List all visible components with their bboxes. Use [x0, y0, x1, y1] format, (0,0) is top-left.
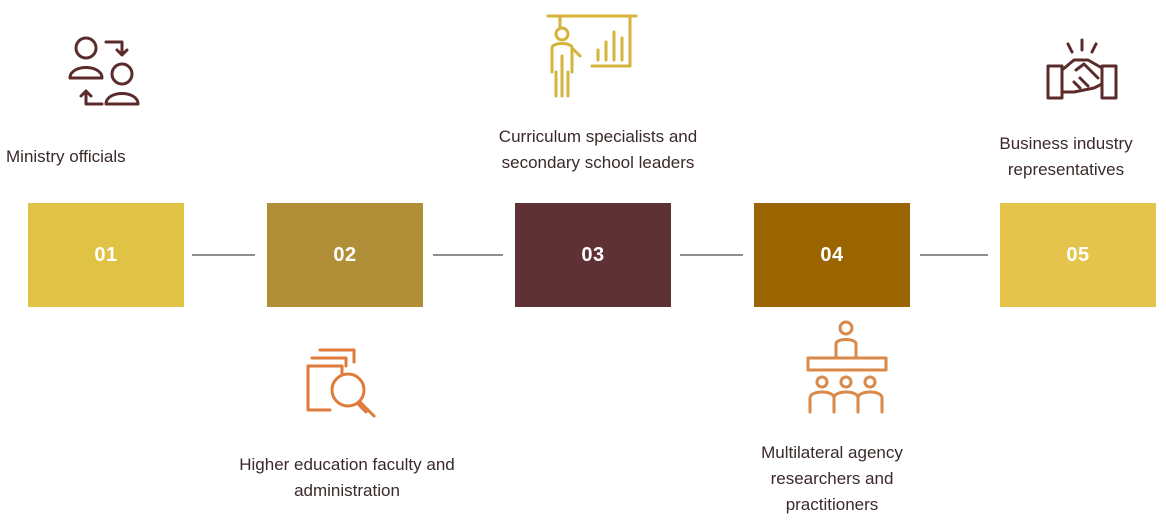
- step-box-04: 04: [754, 203, 910, 307]
- step-box-01: 01: [28, 203, 184, 307]
- step-label-04: Multilateral agency researchers and prac…: [761, 443, 903, 514]
- document-search-icon: [306, 348, 382, 422]
- step-box-02: 02: [267, 203, 423, 307]
- step-number: 04: [820, 243, 844, 266]
- step-number: 05: [1066, 243, 1090, 266]
- step-label-03: Curriculum specialists and secondary sch…: [498, 127, 698, 172]
- step-number: 01: [94, 243, 118, 266]
- connector-line: [192, 254, 255, 256]
- handshake-icon: [1044, 38, 1120, 104]
- connector-line: [433, 254, 503, 256]
- step-number: 03: [581, 243, 605, 266]
- step-box-03: 03: [515, 203, 671, 307]
- people-exchange-icon: [64, 34, 146, 108]
- step-label-01: Ministry officials: [6, 147, 126, 166]
- connector-line: [680, 254, 743, 256]
- presenter-chart-icon: [540, 12, 640, 98]
- step-box-05: 05: [1000, 203, 1156, 307]
- audience-speaker-icon: [806, 320, 888, 414]
- step-number: 02: [333, 243, 357, 266]
- step-label-05: Business industry representatives: [999, 134, 1133, 179]
- connector-line: [920, 254, 988, 256]
- step-label-02: Higher education faculty and administrat…: [239, 455, 455, 500]
